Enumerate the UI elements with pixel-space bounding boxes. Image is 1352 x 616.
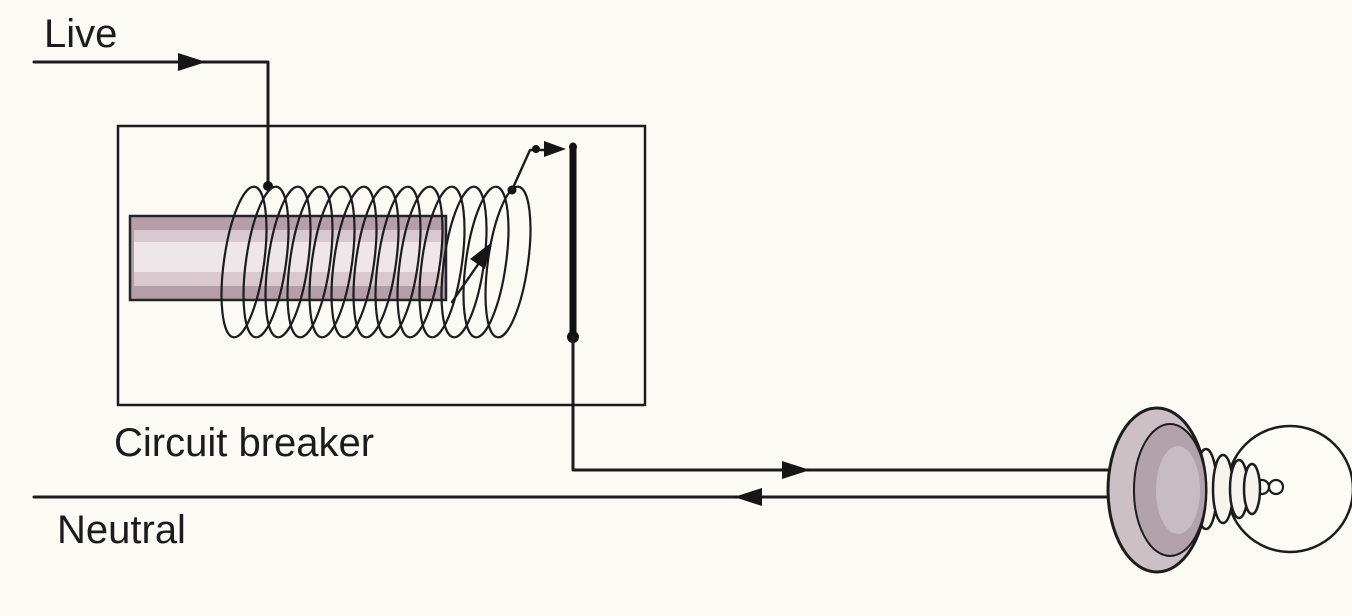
- bulb-flange: [1106, 406, 1208, 574]
- coil-to-contact-link: [507, 141, 566, 195]
- circuit-breaker-box: [116, 124, 647, 407]
- flange-center: [1156, 446, 1200, 534]
- filament-loop: [1267, 478, 1285, 496]
- armature-action-arrow: [450, 242, 492, 304]
- coil-loop: [374, 185, 422, 339]
- output-current-arrow-icon: [782, 461, 810, 479]
- live-current-arrow-icon: [178, 53, 206, 71]
- contact-arrow-icon: [544, 141, 566, 157]
- light-bulb: [1106, 406, 1352, 574]
- coil-loop: [242, 185, 290, 339]
- coil-loop: [352, 185, 400, 339]
- armature-arrow-shaft: [450, 261, 481, 304]
- live-label: Live: [44, 12, 117, 56]
- output-wire: [571, 335, 1118, 472]
- live-wire: [32, 60, 270, 188]
- neutral-current-arrow-icon: [734, 488, 762, 506]
- armature-arrow-head-icon: [470, 242, 492, 269]
- coil-loop: [330, 185, 378, 339]
- coil-loop: [264, 185, 312, 339]
- coil-input-junction-dot: [263, 181, 273, 191]
- coil-loop: [484, 185, 532, 339]
- neutral-label: Neutral: [57, 508, 186, 552]
- contact-top-dot: [569, 143, 577, 151]
- coil-loop: [418, 185, 466, 339]
- screw-ridge: [1242, 462, 1262, 516]
- contact-pivot-dot: [532, 145, 540, 153]
- coil-loop: [396, 185, 444, 339]
- coil-loop: [308, 185, 356, 339]
- contact-link-wire: [510, 148, 550, 192]
- circuit-breaker-label: Circuit breaker: [114, 421, 374, 465]
- coil-loop: [286, 185, 334, 339]
- coil-loop: [220, 185, 268, 339]
- coil-loop: [462, 185, 510, 339]
